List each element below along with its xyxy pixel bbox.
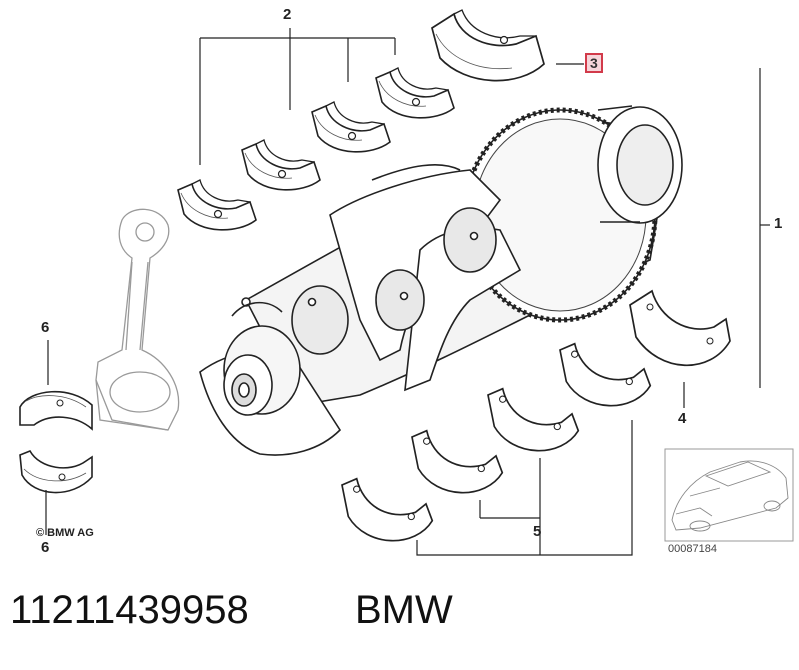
brand-name: BMW bbox=[355, 588, 453, 632]
callout-5: 5 bbox=[533, 523, 542, 540]
callout-6-top: 6 bbox=[41, 319, 50, 336]
lower-thrust-shell bbox=[629, 289, 731, 367]
lower-bearing-shell bbox=[559, 342, 652, 407]
lower-bearing-shell bbox=[341, 477, 434, 542]
part-number: 11211439958 bbox=[10, 588, 249, 632]
crankshaft bbox=[199, 105, 683, 456]
copyright-notice: © BMW AG bbox=[36, 527, 94, 539]
upper-bearing-shell bbox=[241, 139, 321, 191]
image-number: 00087184 bbox=[668, 543, 717, 555]
upper-bearing-shell bbox=[177, 179, 257, 231]
connecting-rod bbox=[95, 208, 180, 431]
lower-bearing-shell bbox=[411, 429, 504, 494]
callout-2: 2 bbox=[283, 6, 292, 23]
callout-3-highlighted: 3 bbox=[585, 53, 603, 73]
thrust-bearing-shell bbox=[431, 9, 545, 82]
rod-bearing-lower bbox=[19, 449, 93, 494]
callout-1: 1 bbox=[774, 215, 783, 232]
lower-bearing-shell bbox=[487, 387, 580, 452]
leader-lines bbox=[45, 28, 770, 556]
footer: 11211439958 BMW bbox=[0, 588, 799, 648]
vehicle-thumbnail bbox=[664, 448, 794, 542]
callout-6-bottom: 6 bbox=[41, 539, 50, 556]
rod-bearing-upper bbox=[19, 390, 93, 431]
upper-bearing-shell bbox=[311, 101, 391, 153]
callout-4: 4 bbox=[678, 410, 687, 427]
upper-bearing-shell bbox=[375, 67, 455, 119]
exploded-parts-diagram bbox=[19, 9, 794, 556]
